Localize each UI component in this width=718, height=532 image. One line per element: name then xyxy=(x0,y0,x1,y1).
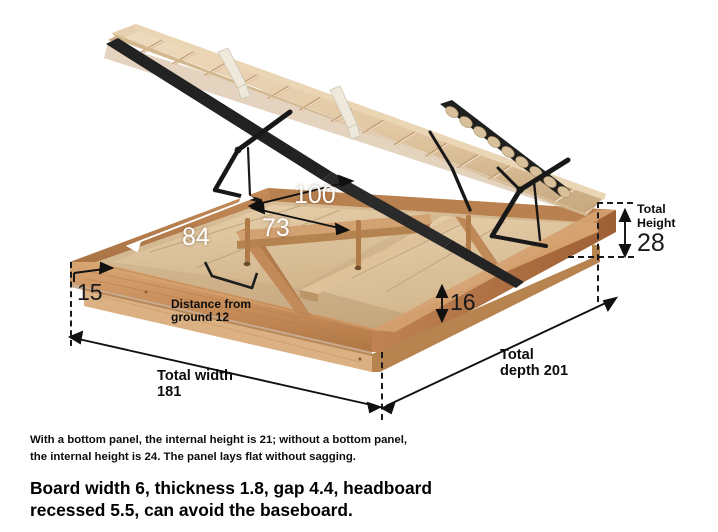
support-post-mid xyxy=(354,220,362,271)
label-total-height-value: 28 xyxy=(637,229,665,257)
note-internal-height: With a bottom panel, the internal height… xyxy=(30,434,408,463)
label-storage-depth: 16 xyxy=(450,289,476,315)
support-post-left xyxy=(243,218,251,267)
dash-top-right-horizontal xyxy=(597,202,633,204)
label-inner-mid-width: 73 xyxy=(262,214,290,242)
label-total-depth: Total depth 201 xyxy=(500,347,569,380)
dimension-arrows-dark xyxy=(67,174,632,415)
lift-arm-mid xyxy=(428,130,472,212)
platform-far-rail xyxy=(440,100,571,198)
divider-longitudinal xyxy=(236,228,312,318)
dash-bottom-right-horizontal xyxy=(568,256,634,258)
dimension-arrows xyxy=(125,191,255,253)
platform-strap-left xyxy=(217,47,251,100)
label-total-width: Total width 181 xyxy=(157,368,233,401)
slatted-platform xyxy=(104,24,606,288)
gas-strut-right xyxy=(489,157,571,248)
dash-bottom-corner-vertical xyxy=(381,352,383,420)
platform-steel-frame xyxy=(106,38,524,288)
label-inner-left-width: 84 xyxy=(182,223,210,251)
label-inner-top-width: 100 xyxy=(294,181,336,209)
dash-left-vertical xyxy=(70,262,72,346)
platform-strap-right xyxy=(329,85,361,140)
metal-bracket xyxy=(203,261,259,290)
label-ground-clearance: Distance from ground 12 xyxy=(171,297,252,325)
label-total-height-title: Total Height xyxy=(637,202,676,230)
label-side-rail-height: 15 xyxy=(77,279,103,305)
notes-block: With a bottom panel, the internal height… xyxy=(30,432,500,522)
note-board-spec: Board width 6, thickness 1.8, gap 4.4, h… xyxy=(30,478,433,520)
bed-base-frame xyxy=(70,188,616,372)
dash-right-corner-vertical xyxy=(597,202,599,302)
